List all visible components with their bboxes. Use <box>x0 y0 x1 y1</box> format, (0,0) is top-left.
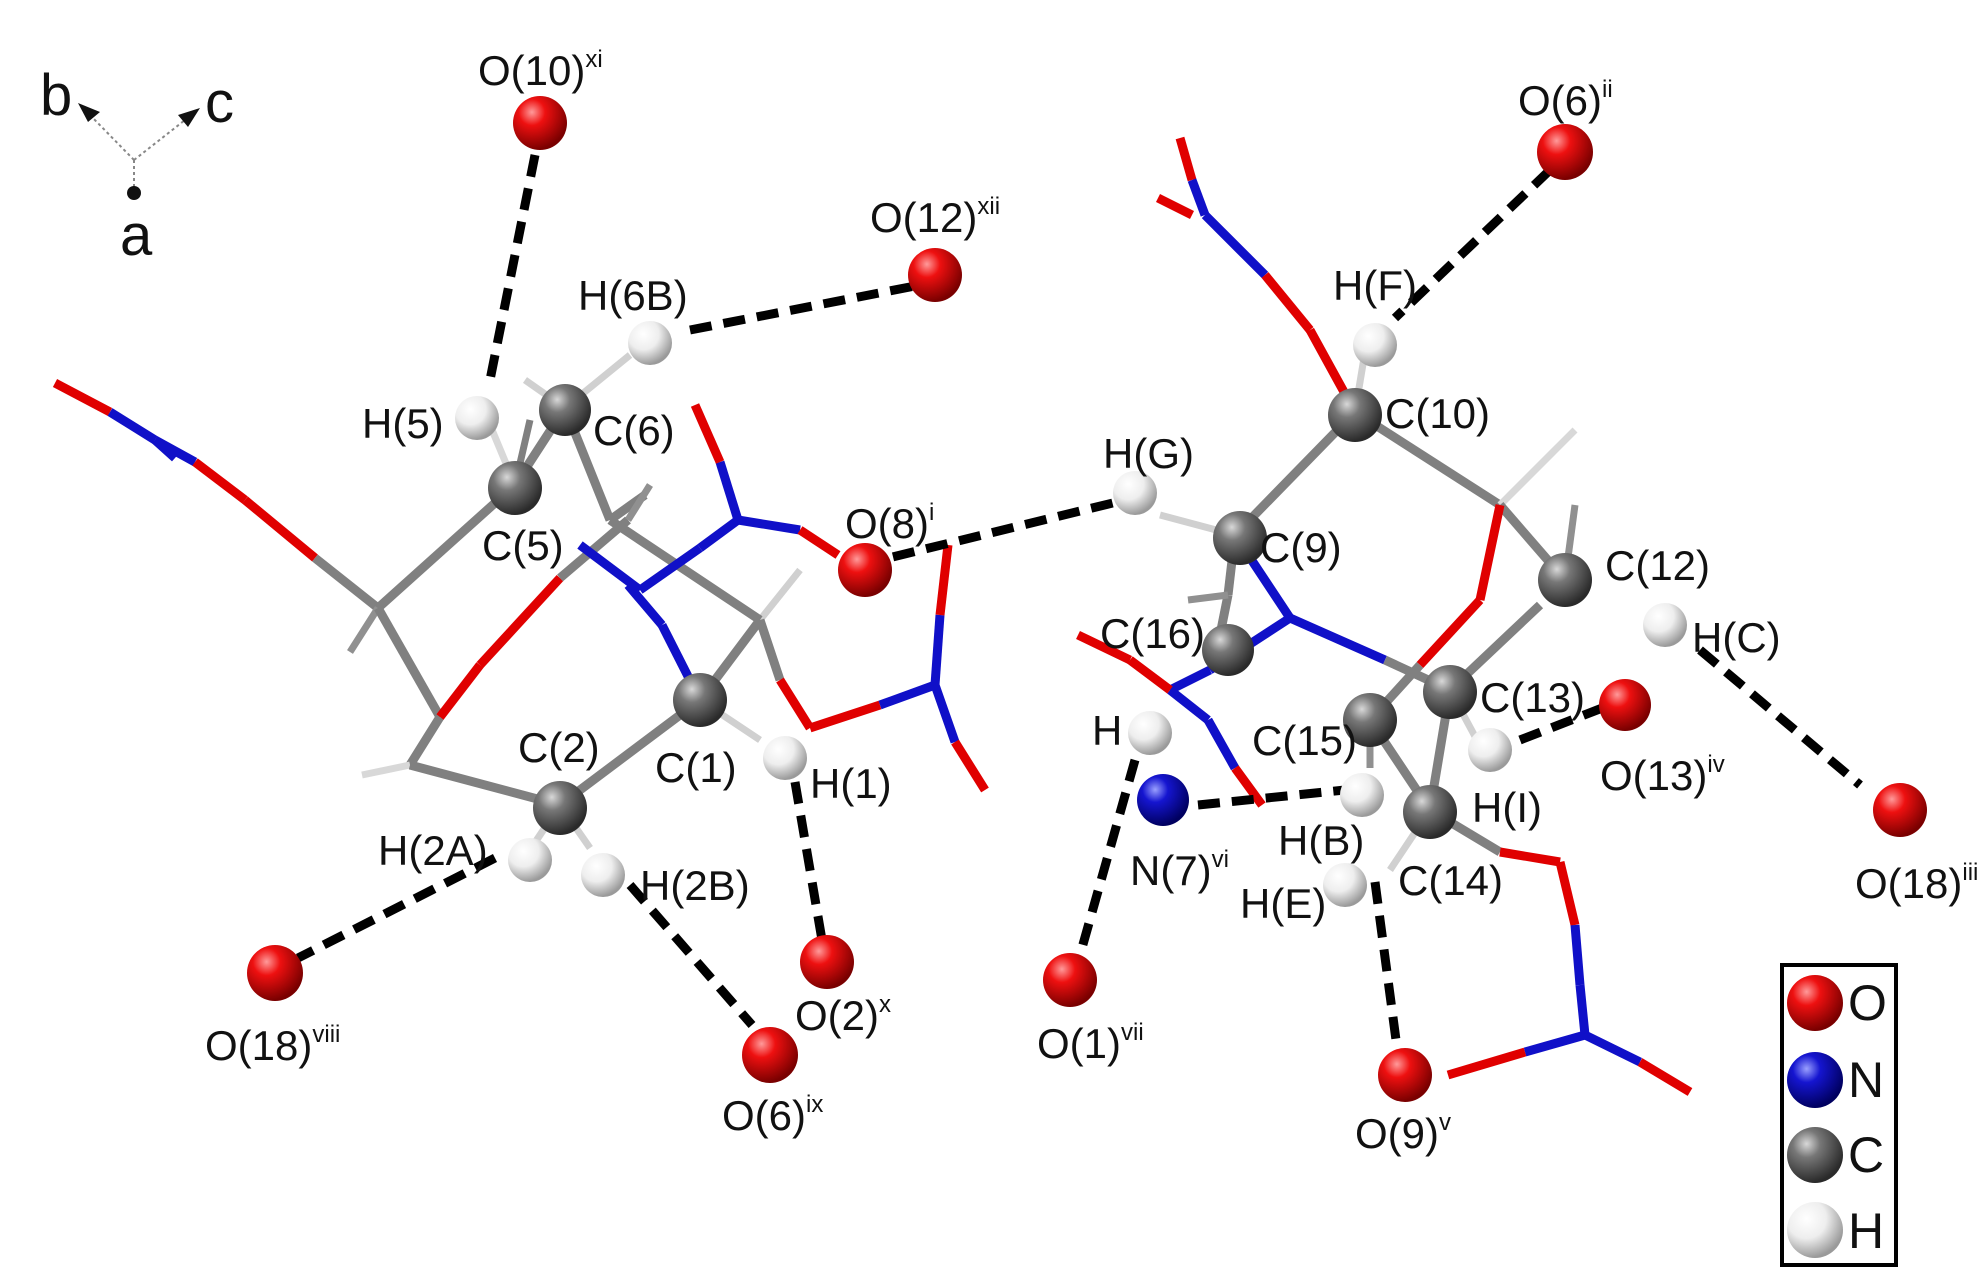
atom-c12 <box>1538 553 1592 607</box>
label-he: H(E) <box>1240 880 1326 927</box>
atom-hb <box>1340 773 1384 817</box>
atom-c13 <box>1423 665 1477 719</box>
element-legend: O N C H <box>1780 963 1898 1267</box>
legend-n-icon <box>1787 1052 1843 1108</box>
atom-o6-ii <box>1537 124 1593 180</box>
atom-o2 <box>800 935 854 989</box>
atom-h <box>1128 711 1172 755</box>
legend-label-h: H <box>1848 1203 1884 1259</box>
label-o12: O(12)xii <box>870 193 1000 241</box>
label-n7: N(7)vi <box>1130 846 1229 894</box>
atom-c14 <box>1403 785 1457 839</box>
legend-h-icon <box>1787 1202 1843 1258</box>
atom-c1 <box>673 673 727 727</box>
label-c6: C(6) <box>593 407 675 454</box>
atom-c2 <box>533 781 587 835</box>
atom-hf <box>1353 323 1397 367</box>
axis-label-b: b <box>40 63 72 128</box>
atom-o6-ix <box>742 1027 798 1083</box>
axis-label-c: c <box>205 70 234 135</box>
atom-labels: O(10)xi O(12)xii H(6B) H(5) C(6) C(5) O(… <box>205 46 1978 1157</box>
atom-h2a <box>508 838 552 882</box>
label-h5: H(5) <box>362 400 444 447</box>
label-hf: H(F) <box>1333 262 1417 309</box>
atom-c9 <box>1213 511 1267 565</box>
label-c1: C(1) <box>655 744 737 791</box>
legend-c-icon <box>1787 1127 1843 1183</box>
label-hb: H(B) <box>1278 817 1364 864</box>
label-c14: C(14) <box>1398 857 1503 904</box>
left-molecule-bonds <box>52 352 989 852</box>
atom-hg <box>1113 471 1157 515</box>
atom-o1 <box>1043 953 1097 1007</box>
atom-o10 <box>513 96 567 150</box>
label-o6-ii: O(6)ii <box>1518 76 1613 124</box>
label-c2: C(2) <box>518 724 600 771</box>
a-dot-icon <box>127 186 141 200</box>
label-h: H <box>1092 707 1122 754</box>
label-o9: O(9)v <box>1355 1109 1451 1157</box>
atom-c6 <box>539 384 591 436</box>
atom-he <box>1323 863 1367 907</box>
label-o10: O(10)xi <box>478 46 603 94</box>
legend-o-icon <box>1787 975 1843 1031</box>
atom-o13 <box>1599 679 1651 731</box>
label-h2b: H(2B) <box>640 862 750 909</box>
atom-o18-iii <box>1873 783 1927 837</box>
legend-label-c: C <box>1848 1127 1884 1183</box>
hydrogen-bonds <box>295 154 1863 1056</box>
atom-h2b <box>581 853 625 897</box>
atom-c10 <box>1328 388 1382 442</box>
atom-o12 <box>908 248 962 302</box>
label-h2a: H(2A) <box>378 827 488 874</box>
label-c12: C(12) <box>1605 542 1710 589</box>
label-o6-ix: O(6)ix <box>722 1091 823 1139</box>
atom-hc <box>1643 603 1687 647</box>
label-hg: H(G) <box>1103 430 1194 477</box>
legend-label-n: N <box>1848 1052 1884 1108</box>
label-o13: O(13)iv <box>1600 751 1725 799</box>
label-c9: C(9) <box>1260 524 1342 571</box>
axis-label-a: a <box>120 203 153 268</box>
atom-c16 <box>1202 624 1254 676</box>
atoms <box>247 96 1927 1102</box>
atom-h6b <box>628 321 672 365</box>
label-hc: H(C) <box>1692 614 1781 661</box>
atom-o8 <box>838 543 892 597</box>
atom-o9 <box>1378 1048 1432 1102</box>
label-c15: C(15) <box>1252 717 1357 764</box>
atom-hi <box>1468 728 1512 772</box>
atom-h1 <box>763 736 807 780</box>
atom-c15 <box>1343 693 1397 747</box>
label-o1: O(1)vii <box>1037 1019 1144 1067</box>
label-hi: H(I) <box>1472 784 1542 831</box>
label-o2: O(2)x <box>795 991 891 1039</box>
label-c13: C(13) <box>1480 674 1585 721</box>
axes-indicator: b c a <box>40 63 234 268</box>
atom-o18-viii <box>247 945 303 1001</box>
label-c5: C(5) <box>482 522 564 569</box>
label-o18-viii: O(18)viii <box>205 1021 340 1069</box>
b-arrow-icon <box>78 103 100 122</box>
atom-h5 <box>455 396 499 440</box>
label-o18-iii: O(18)iii <box>1855 859 1978 907</box>
label-c16: C(16) <box>1100 610 1205 657</box>
label-o8: O(8)i <box>845 499 934 547</box>
atom-c5 <box>488 461 542 515</box>
label-c10: C(10) <box>1385 390 1490 437</box>
c-arrow-icon <box>178 108 200 127</box>
label-h1: H(1) <box>810 760 892 807</box>
atom-n7 <box>1137 774 1189 826</box>
hc-o18-hbond-highlight <box>1707 639 1869 776</box>
legend-label-o: O <box>1848 975 1887 1031</box>
label-h6b: H(6B) <box>578 272 688 319</box>
